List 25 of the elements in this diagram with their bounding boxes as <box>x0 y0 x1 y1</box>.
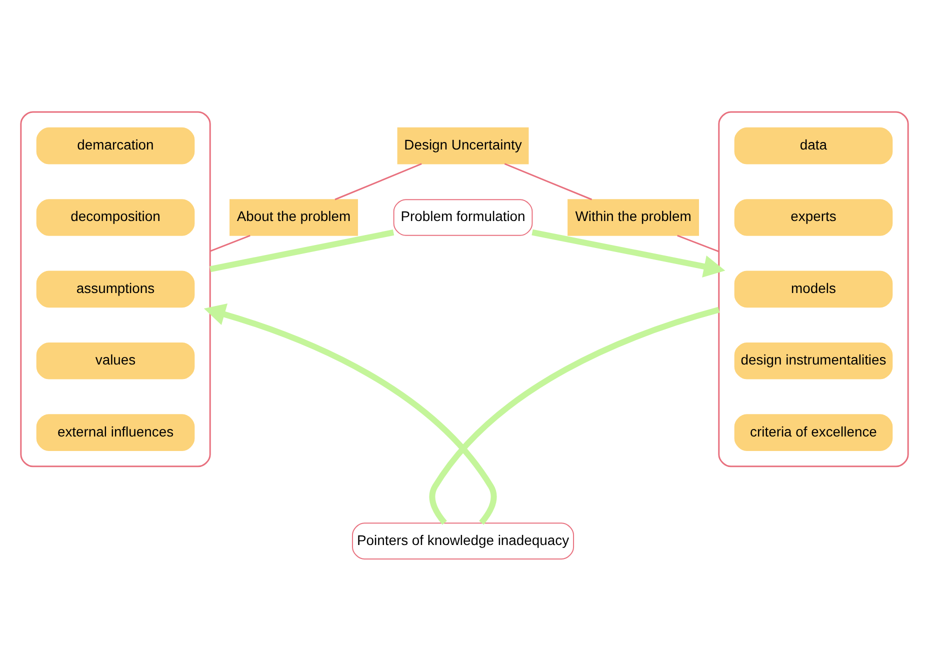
connector <box>429 306 720 525</box>
node-box: external influences <box>36 414 195 451</box>
connector <box>210 234 250 252</box>
node-box: About the problem <box>230 199 358 236</box>
node-box: Pointers of knowledge inadequacy <box>352 522 574 560</box>
arrow <box>204 303 497 525</box>
connector <box>334 163 422 200</box>
connector <box>677 234 720 252</box>
connector <box>210 230 394 272</box>
node-box: Problem formulation <box>393 199 533 236</box>
node-box: models <box>734 270 893 308</box>
node-box: Within the problem <box>568 199 699 236</box>
cluster <box>20 111 211 468</box>
node-box: criteria of excellence <box>734 414 893 451</box>
node-box: design instrumentalities <box>734 342 893 380</box>
node-box: decomposition <box>36 199 195 236</box>
node-box: Design Uncertainty <box>397 127 529 164</box>
connector <box>504 163 592 200</box>
arrow <box>532 229 726 278</box>
node-box: assumptions <box>36 270 195 308</box>
node-box: demarcation <box>36 127 195 164</box>
cluster <box>718 111 909 468</box>
node-box: experts <box>734 199 893 236</box>
node-box: values <box>36 342 195 380</box>
node-box: data <box>734 127 893 164</box>
